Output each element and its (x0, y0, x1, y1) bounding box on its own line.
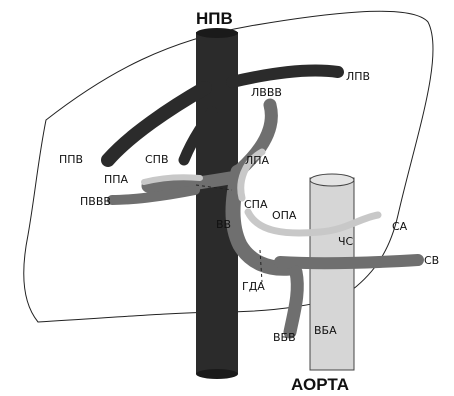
label-lpv: ЛПВ (346, 70, 370, 83)
label-lvvv: ЛВВВ (251, 86, 282, 99)
superior-mesenteric-vein (290, 272, 297, 332)
left-hepatic-vein (232, 70, 338, 82)
label-spa: СПА (244, 198, 268, 211)
aorta (310, 174, 354, 370)
label-gda: ГДА (242, 280, 265, 293)
label-vbv: ВБВ (273, 331, 296, 344)
splenic-vein (280, 260, 418, 263)
ivc-title: НПВ (196, 9, 233, 28)
label-pvvv: ПВВВ (80, 195, 111, 208)
aorta-title: АОРТА (291, 375, 349, 394)
label-vv: ВВ (216, 218, 231, 231)
label-vba: ВБА (314, 324, 337, 337)
label-chs: ЧС (338, 235, 354, 248)
label-sv: СВ (424, 254, 439, 267)
label-ppv: ППВ (59, 153, 83, 166)
label-opa: ОПА (272, 209, 297, 222)
label-spv: СПВ (145, 153, 169, 166)
label-sa: СА (392, 220, 408, 233)
label-lpa: ЛПА (245, 154, 270, 167)
label-ppa: ППА (104, 173, 129, 186)
